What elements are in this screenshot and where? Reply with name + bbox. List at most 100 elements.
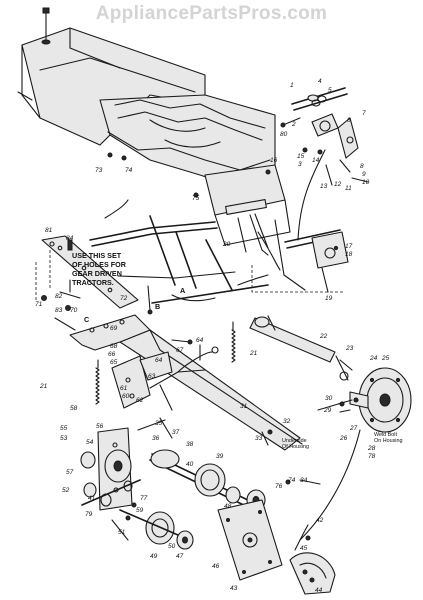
callout-50: 50 bbox=[168, 543, 176, 550]
callout-42: 42 bbox=[316, 517, 324, 524]
callout-6: 6 bbox=[347, 117, 351, 124]
callout-69: 69 bbox=[110, 325, 118, 332]
callout-22: 22 bbox=[319, 333, 328, 340]
callout-47: 47 bbox=[176, 553, 184, 560]
callout-17: 17 bbox=[345, 243, 353, 250]
note-gear-holes-line2: OF HOLES FOR bbox=[72, 260, 127, 269]
callout-16: 16 bbox=[270, 157, 278, 164]
callout-84: 84 bbox=[66, 235, 74, 242]
frame-assembly bbox=[17, 7, 291, 256]
callout-34: 34 bbox=[300, 477, 308, 484]
callout-32: 32 bbox=[283, 418, 291, 425]
callout-81: 81 bbox=[45, 227, 53, 234]
callout-61: 61 bbox=[120, 385, 128, 392]
callout-82: 82 bbox=[55, 293, 63, 300]
callout-80: 80 bbox=[280, 131, 288, 138]
callout-21: 21 bbox=[249, 350, 258, 357]
callout-64: 64 bbox=[155, 357, 163, 364]
callout-54: 54 bbox=[86, 439, 94, 446]
note-weld-bolt: Weld Bolt On Housing bbox=[374, 432, 402, 444]
callout-40: 40 bbox=[186, 461, 194, 468]
callout-5: 5 bbox=[328, 87, 332, 94]
callout-77: 77 bbox=[140, 495, 148, 502]
callout-30: 30 bbox=[325, 395, 333, 402]
callout-51: 51 bbox=[118, 529, 126, 536]
note-gear-holes-line4: TRACTORS. bbox=[72, 278, 114, 287]
callout-57: 57 bbox=[66, 469, 74, 476]
callout-27: 27 bbox=[349, 425, 358, 432]
callout-75: 75 bbox=[192, 195, 200, 202]
callout-60: 60 bbox=[122, 393, 130, 400]
callout-70: 70 bbox=[70, 307, 78, 314]
callout-74: 74 bbox=[125, 167, 133, 174]
callout-59: 59 bbox=[136, 507, 144, 514]
callout-76: 76 bbox=[275, 483, 283, 490]
callout-65: 65 bbox=[110, 359, 118, 366]
note-underside-line1: Underside bbox=[282, 438, 307, 444]
callout-43: 43 bbox=[230, 585, 238, 592]
callout-33: 33 bbox=[255, 435, 263, 442]
callout-8: 8 bbox=[360, 163, 364, 170]
callout-72: 72 bbox=[120, 295, 128, 302]
callout-46: 46 bbox=[212, 563, 220, 570]
reference-letters: A B C bbox=[84, 286, 185, 324]
callout-73: 73 bbox=[95, 167, 103, 174]
callout-62: 62 bbox=[136, 397, 144, 404]
letter-a: A bbox=[180, 286, 185, 295]
callout-53: 53 bbox=[60, 435, 68, 442]
callout-12: 12 bbox=[334, 181, 342, 188]
callout-44: 44 bbox=[315, 587, 323, 594]
callout-21b: 21 bbox=[39, 383, 48, 390]
callout-63: 63 bbox=[148, 373, 156, 380]
callout-64b: 64 bbox=[196, 337, 204, 344]
callout-83: 83 bbox=[55, 307, 63, 314]
callout-48: 48 bbox=[224, 503, 232, 510]
callout-19: 19 bbox=[325, 295, 333, 302]
callout-1: 1 bbox=[290, 82, 294, 89]
callout-68: 68 bbox=[110, 343, 118, 350]
callout-56: 56 bbox=[96, 423, 104, 430]
note-weld-bolt-line2: On Housing bbox=[374, 438, 402, 444]
callout-31: 31 bbox=[240, 403, 248, 410]
note-underside: Underside Of Housing bbox=[282, 438, 309, 450]
note-weld-bolt-line1: Weld Bolt bbox=[374, 432, 397, 438]
callout-25: 25 bbox=[381, 355, 390, 362]
callout-78: 78 bbox=[368, 453, 376, 460]
watermark: AppliancePartsPros.com bbox=[95, 3, 328, 24]
callout-41: 41 bbox=[88, 495, 96, 502]
callout-9: 9 bbox=[362, 171, 366, 178]
callout-74b: 74 bbox=[288, 477, 296, 484]
callout-67: 67 bbox=[176, 347, 184, 354]
callout-36: 36 bbox=[152, 435, 160, 442]
steering-upper-parts bbox=[251, 87, 369, 293]
callout-3: 3 bbox=[298, 161, 302, 168]
note-underside-line2: Of Housing bbox=[282, 444, 309, 450]
callout-11: 11 bbox=[345, 185, 352, 192]
callout-66: 66 bbox=[108, 351, 116, 358]
callout-45: 45 bbox=[300, 545, 308, 552]
lower-drive-parts bbox=[80, 401, 361, 595]
callout-35: 35 bbox=[155, 420, 163, 427]
letter-b: B bbox=[155, 302, 160, 311]
callout-18: 18 bbox=[345, 251, 353, 258]
steering-gear bbox=[249, 315, 412, 433]
callout-13: 13 bbox=[320, 183, 328, 190]
callout-71: 71 bbox=[35, 301, 43, 308]
drive-tube bbox=[54, 314, 303, 451]
callout-38: 38 bbox=[186, 441, 194, 448]
callout-23: 23 bbox=[345, 345, 354, 352]
callout-2: 2 bbox=[291, 121, 296, 128]
callout-39: 39 bbox=[216, 453, 224, 460]
callout-49: 49 bbox=[150, 553, 158, 560]
callout-14: 14 bbox=[312, 157, 320, 164]
note-gear-holes-line3: GEAR DRIVEN bbox=[72, 269, 122, 278]
linkage-assembly bbox=[35, 199, 281, 315]
callout-58: 58 bbox=[70, 405, 78, 412]
callout-15: 15 bbox=[297, 153, 305, 160]
callout-52: 52 bbox=[62, 487, 70, 494]
letter-c: C bbox=[84, 315, 89, 324]
note-gear-holes-line1: USE THIS SET bbox=[72, 251, 122, 260]
callout-10: 10 bbox=[362, 179, 370, 186]
callout-7: 7 bbox=[362, 110, 366, 117]
